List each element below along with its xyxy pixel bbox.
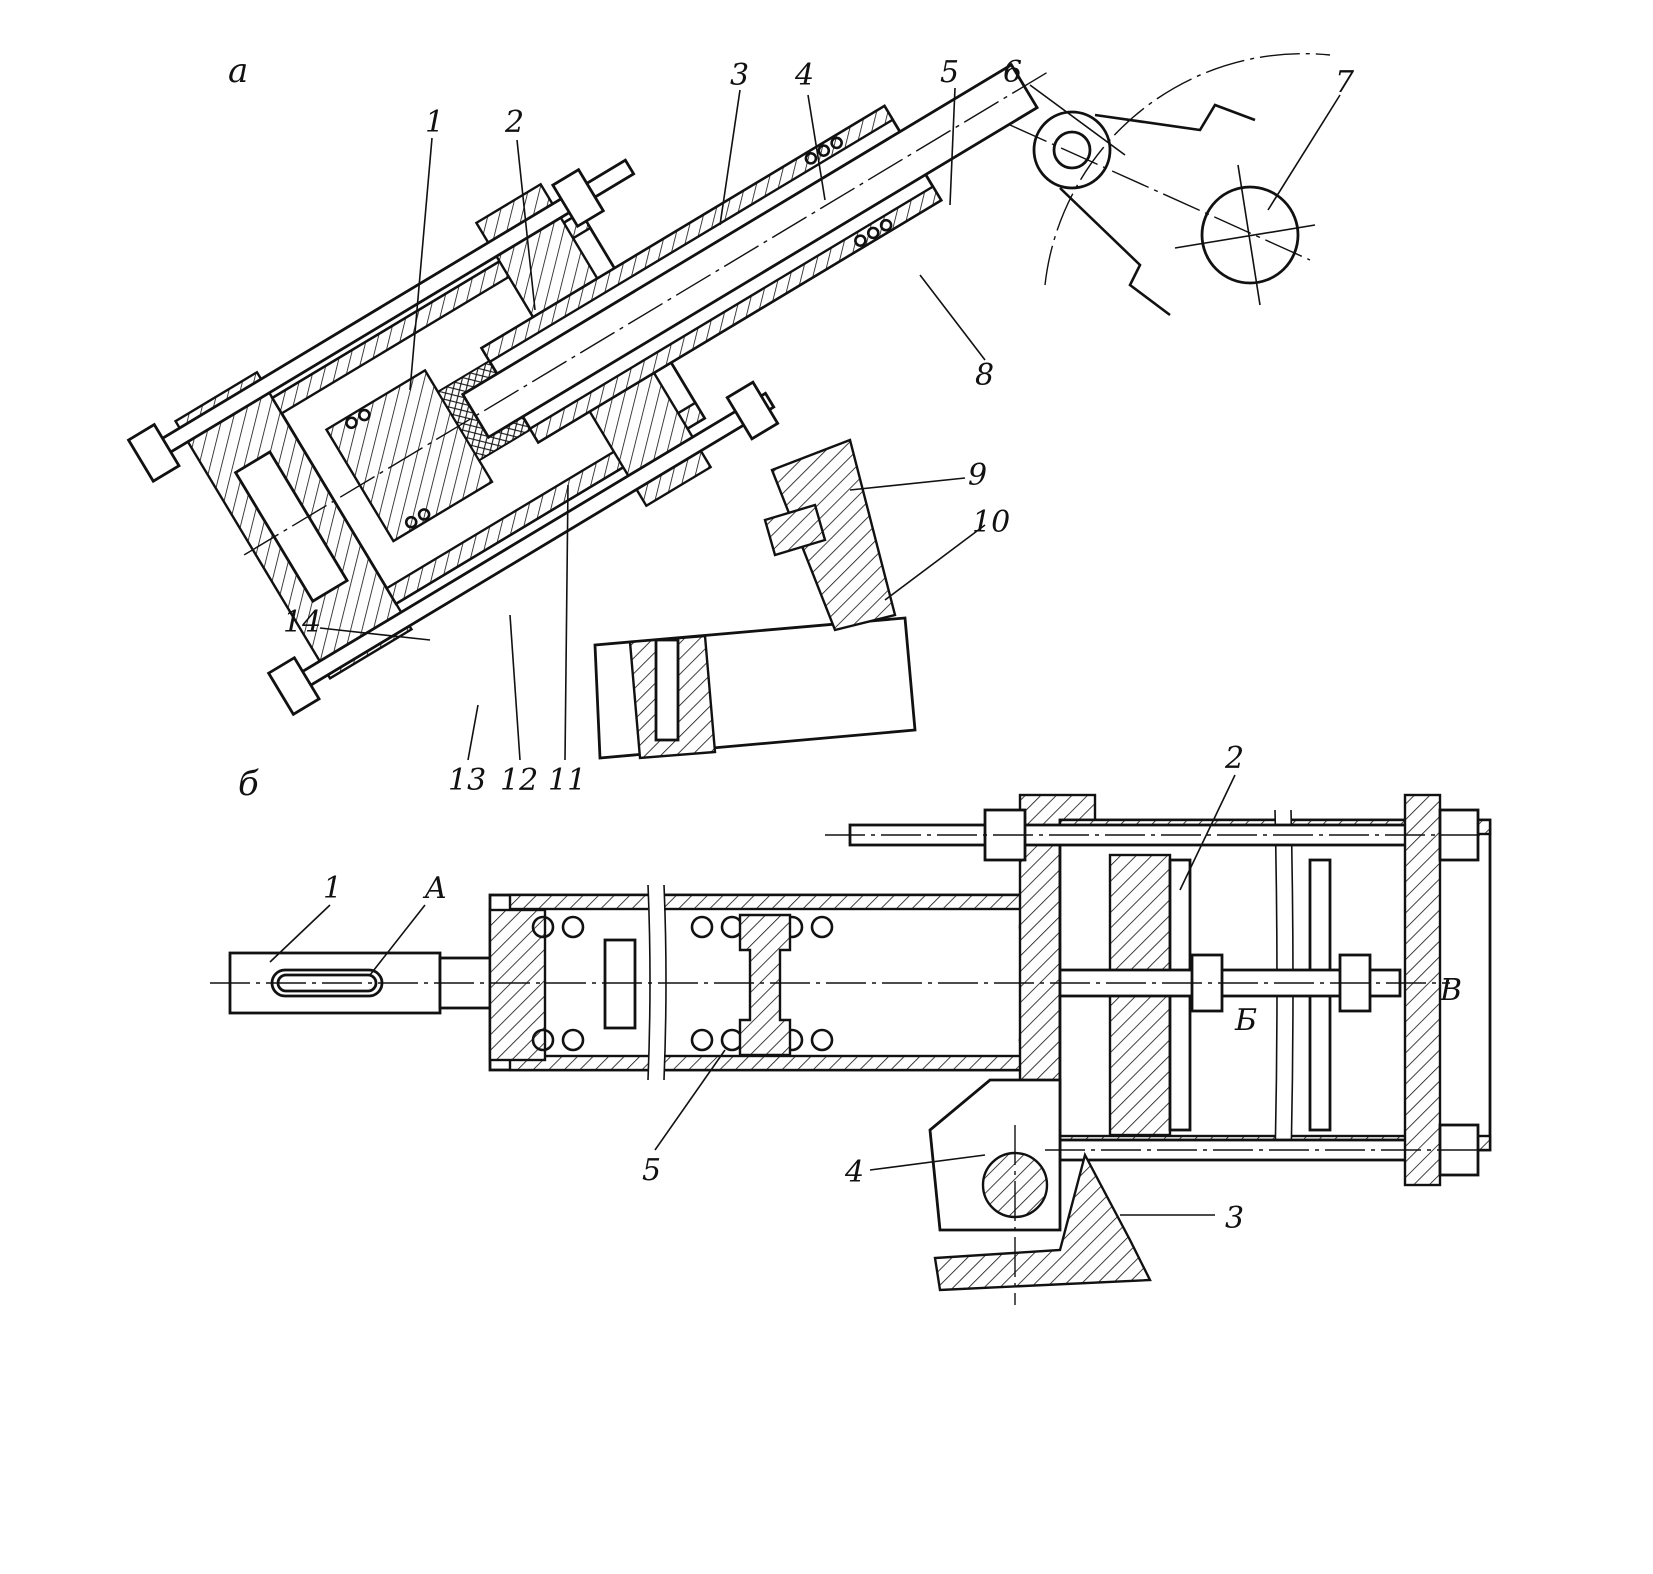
spring-housing-wall-bottom — [508, 1054, 1052, 1072]
label-b-B: B — [1439, 973, 1462, 1008]
label-b-1: 1 — [323, 871, 342, 906]
lever-arm-top — [1094, 103, 1256, 132]
label-b-A: A — [422, 871, 447, 906]
label-a-9: 9 — [968, 458, 987, 493]
label-a-12: 12 — [500, 763, 538, 798]
spring-housing-wall-top — [508, 893, 1052, 911]
nut-top-front — [550, 167, 606, 229]
seal-rings — [345, 136, 893, 529]
rear-cover-b — [1403, 793, 1442, 1187]
leaders-a — [319, 84, 1341, 761]
nut-top-rear — [126, 422, 181, 484]
label-a-2: 2 — [504, 105, 524, 140]
label-a-3: 3 — [730, 58, 749, 93]
label-a-4: 4 — [794, 58, 814, 93]
leaders-b — [269, 774, 1236, 1216]
label-b-Б: Б — [1234, 1003, 1257, 1038]
rod-eye-pin — [1052, 130, 1092, 170]
label-a-5: 5 — [940, 55, 959, 90]
rod-sleeve-wall-bottom — [528, 184, 943, 445]
label-a-11: 11 — [548, 763, 586, 798]
label-a-10: 10 — [972, 505, 1010, 540]
rod-sleeve-wall-top — [479, 104, 895, 364]
subfigure-b-label: б — [238, 764, 259, 804]
shaft-axis-h — [1174, 224, 1316, 249]
labels-view-a: 1 2 3 4 5 6 7 8 9 10 11 12 13 14 — [283, 55, 1355, 798]
bracket-block — [770, 438, 897, 632]
label-b-4: 4 — [844, 1155, 864, 1190]
label-a-14: 14 — [283, 605, 321, 640]
rod-guide — [603, 938, 637, 1030]
swing-arc — [1044, 52, 1331, 286]
label-a-8: 8 — [975, 358, 994, 393]
cylinder-axis — [243, 70, 1051, 556]
label-a-1: 1 — [425, 105, 444, 140]
lever-arm-bottom — [1059, 187, 1171, 317]
label-a-6: 6 — [1003, 55, 1022, 90]
label-b-5: 5 — [642, 1153, 661, 1188]
label-b-3: 3 — [1225, 1201, 1244, 1236]
view-a-cylinder — [126, 52, 1331, 760]
bracket-foot — [763, 503, 827, 557]
housing-end-cap — [488, 908, 547, 1062]
shaft-axis-v — [1237, 164, 1261, 306]
label-a-7: 7 — [1335, 65, 1355, 100]
nut-bottom-front — [725, 380, 780, 441]
labels-view-b: 1 A 2 Б B 3 4 5 — [323, 741, 1462, 1236]
break-gap-housing — [648, 885, 664, 1080]
mount-block — [933, 1151, 1152, 1292]
label-a-13: 13 — [448, 763, 486, 798]
subfigure-a-label: a — [228, 51, 248, 91]
view-b-cylinder — [210, 793, 1492, 1305]
nut-bottom-rear — [266, 655, 321, 717]
spring-seat — [738, 913, 792, 1057]
base-bolt — [654, 638, 680, 742]
label-b-2: 2 — [1224, 741, 1244, 776]
